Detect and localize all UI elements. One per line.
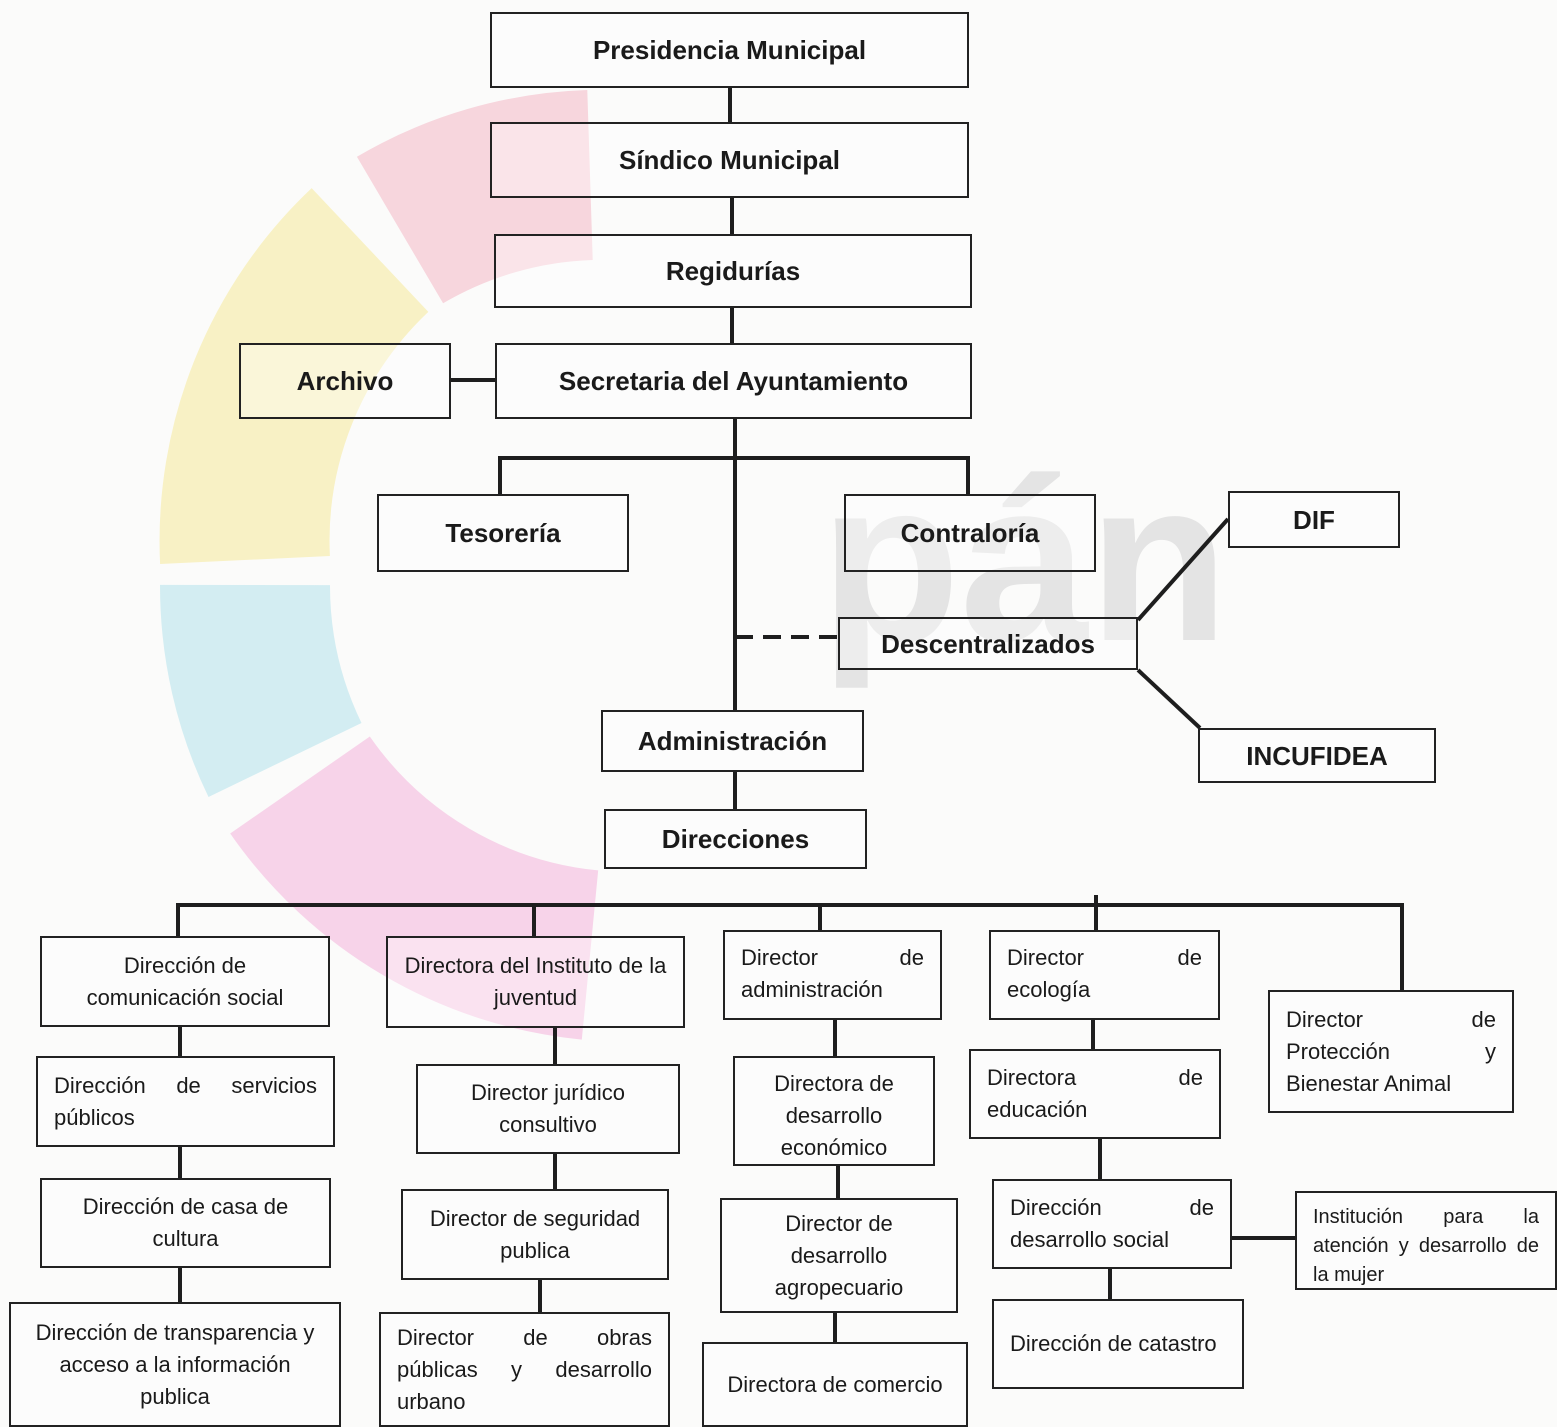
box-educacion: Directora de educación — [969, 1049, 1221, 1139]
col1-item-1: Dirección de servicios públicos — [54, 1072, 317, 1130]
col2-item-1: Director jurídico consultivo — [470, 1080, 626, 1137]
col1-item-2: Dirección de casa de cultura — [82, 1194, 289, 1251]
col4-item-1: Directora de educación — [987, 1065, 1203, 1122]
box-sindico-municipal: Síndico Municipal — [490, 122, 969, 198]
col4-item-2: Dirección de desarrollo social — [1010, 1195, 1214, 1252]
dif-label: DIF — [1293, 504, 1335, 535]
box-instituto-mujer: Institución para la atención y desarroll… — [1295, 1191, 1557, 1290]
box-comunicacion-social: Dirección de comunicación social — [40, 936, 330, 1027]
line-tesoreria-contraloria — [498, 456, 970, 494]
line-descentralizados-incufidea — [1136, 668, 1202, 730]
direcciones-label: Direcciones — [661, 824, 810, 854]
box-comercio: Directora de comercio — [702, 1342, 968, 1427]
box-incufidea: INCUFIDEA — [1198, 728, 1436, 783]
box-instituto-juventud: Directora del Instituto de la juventud — [386, 936, 685, 1028]
sindico-label: Síndico Municipal — [618, 145, 840, 175]
administracion-label: Administración — [637, 726, 828, 756]
col4-item-3: Dirección de catastro — [1010, 1331, 1217, 1356]
box-seguridad-publica: Director de seguridad publica — [401, 1189, 669, 1280]
box-archivo: Archivo — [239, 343, 451, 419]
watermark-arc-yellow — [159, 188, 430, 565]
descentralizados-label: Descentralizados — [881, 628, 1095, 659]
box-direcciones: Direcciones — [604, 809, 867, 869]
col2-item-2: Director de seguridad publica — [429, 1205, 641, 1263]
col3-item-2: Director de desarrollo agropecuario — [774, 1210, 904, 1300]
side-item: Institución para la atención y desarroll… — [1313, 1206, 1539, 1286]
box-juridico-consultivo: Director jurídico consultivo — [416, 1064, 680, 1154]
col1-item-3: Dirección de transparencia y acceso a la… — [35, 1319, 315, 1409]
box-ecologia: Director de ecología — [989, 930, 1220, 1020]
secretaria-label: Secretaria del Ayuntamiento — [558, 366, 909, 396]
box-secretaria-ayuntamiento: Secretaria del Ayuntamiento — [495, 343, 972, 419]
archivo-label: Archivo — [296, 366, 394, 396]
box-transparencia: Dirección de transparencia y acceso a la… — [9, 1302, 341, 1427]
col2-item-0: Directora del Instituto de la juventud — [404, 953, 667, 1010]
box-director-administracion: Director de administración — [723, 930, 942, 1020]
col1-item-0: Dirección de comunicación social — [86, 952, 284, 1010]
box-desarrollo-social: Dirección de desarrollo social — [992, 1179, 1232, 1269]
box-obras-publicas: Director de obras públicas y desarrollo … — [379, 1312, 670, 1427]
box-contraloria: Contraloría — [844, 494, 1096, 572]
col3-item-0: Director de administración — [741, 945, 924, 1002]
col2-item-3: Director de obras públicas y desarrollo … — [397, 1324, 652, 1414]
incufidea-label: INCUFIDEA — [1246, 740, 1388, 771]
box-tesoreria: Tesorería — [377, 494, 629, 572]
line-descentralizados-dif — [1136, 517, 1230, 622]
box-desarrollo-agropecuario: Director de desarrollo agropecuario — [720, 1198, 958, 1313]
box-dif: DIF — [1228, 491, 1400, 548]
box-administracion: Administración — [601, 710, 864, 772]
box-servicios-publicos: Dirección de servicios públicos — [36, 1056, 335, 1147]
col4-item-0: Director de ecología — [1007, 945, 1202, 1002]
col5-item-0: Director de Protección y Bienestar Anima… — [1286, 1006, 1496, 1096]
regidurias-label: Regidurías — [665, 256, 801, 286]
tesoreria-label: Tesorería — [445, 518, 561, 548]
col3-item-1: Directora de desarrollo económico — [774, 1071, 894, 1160]
watermark-word: pán — [820, 432, 1229, 689]
col3-item-3: Directora de comercio — [727, 1371, 943, 1397]
box-catastro: Dirección de catastro — [992, 1299, 1244, 1389]
watermark-arc-blue — [159, 583, 363, 798]
line-direcciones-bus — [176, 903, 1404, 990]
box-regidurias: Regidurías — [494, 234, 972, 308]
presidencia-label: Presidencia Municipal — [592, 35, 867, 65]
contraloria-label: Contraloría — [900, 518, 1040, 548]
box-proteccion-animal: Director de Protección y Bienestar Anima… — [1268, 990, 1514, 1113]
box-casa-cultura: Dirección de casa de cultura — [40, 1178, 331, 1268]
box-presidencia-municipal: Presidencia Municipal — [490, 12, 969, 88]
watermark-arc-magenta — [230, 735, 600, 1040]
box-descentralizados: Descentralizados — [838, 617, 1138, 670]
box-desarrollo-economico: Directora de desarrollo económico — [733, 1056, 935, 1166]
